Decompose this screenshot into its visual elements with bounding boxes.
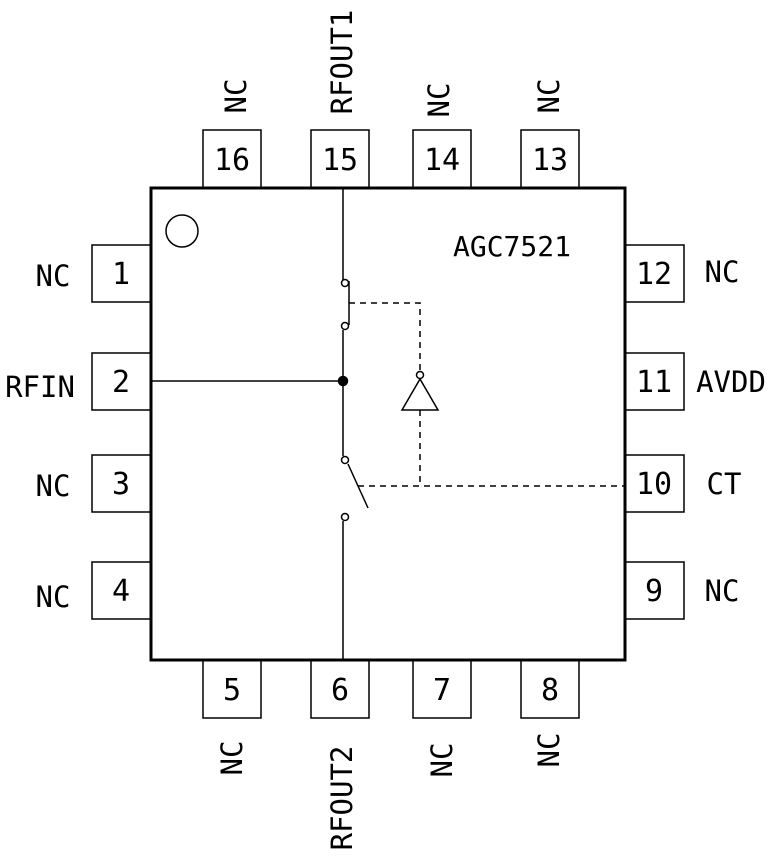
pin-label-2: RFIN <box>5 370 75 404</box>
pin-number-4: 4 <box>112 574 130 609</box>
pin-box-14 <box>412 129 472 189</box>
pin-box-11 <box>624 352 685 411</box>
pin-box-3 <box>91 454 152 513</box>
pin-label-9: NC <box>705 574 740 608</box>
upper-contact-icon <box>340 278 350 288</box>
pin-box-6 <box>310 659 370 719</box>
pin-number-6: 6 <box>331 673 349 708</box>
pin-box-4 <box>91 561 152 620</box>
pin-box-15 <box>310 129 370 189</box>
pin-number-12: 12 <box>636 257 672 292</box>
pin-number-10: 10 <box>636 467 672 502</box>
pin-label-5: NC <box>215 741 249 776</box>
pin-number-2: 2 <box>112 365 130 400</box>
pin-number-3: 3 <box>112 467 130 502</box>
lower-common-contact-icon <box>340 455 350 465</box>
pin-label-4: NC <box>36 580 71 614</box>
pin-box-10 <box>624 454 685 513</box>
pin-label-14: NC <box>422 83 456 118</box>
pin-number-14: 14 <box>424 143 460 178</box>
pin-label-11: AVDD <box>696 365 766 399</box>
pin-label-15: RFOUT1 <box>325 10 359 115</box>
pin-label-6: RFOUT2 <box>325 746 359 851</box>
pin-label-8: NC <box>532 733 566 768</box>
pin-label-1: NC <box>36 259 71 293</box>
pin-number-11: 11 <box>636 365 672 400</box>
pin-label-16: NC <box>219 79 253 114</box>
pin-number-5: 5 <box>223 673 241 708</box>
pin-label-10: CT <box>707 467 742 501</box>
upper-common-contact-icon <box>340 321 350 331</box>
pin-label-7: NC <box>425 743 459 778</box>
lower-contact-icon <box>340 512 350 522</box>
chip-body <box>149 186 627 662</box>
pin-box-13 <box>520 129 580 189</box>
pin-box-8 <box>520 659 580 719</box>
pin-box-16 <box>202 129 262 189</box>
pin-box-1 <box>91 244 152 303</box>
pin-number-7: 7 <box>433 673 451 708</box>
pin1-marker-icon <box>165 214 199 248</box>
pin-number-16: 16 <box>214 143 250 178</box>
pin-label-12: NC <box>705 255 740 289</box>
control-dashed-upper <box>349 302 421 372</box>
pin-number-15: 15 <box>322 143 358 178</box>
junction-dot-icon <box>337 375 349 387</box>
pin-box-9 <box>624 561 685 620</box>
pin-label-3: NC <box>36 469 71 503</box>
inverter-bubble-icon <box>415 370 425 380</box>
pin-number-13: 13 <box>532 143 568 178</box>
pin-box-5 <box>202 659 262 719</box>
spdt-switch-schematic <box>151 188 625 660</box>
pin-label-13: NC <box>532 79 566 114</box>
pin-box-12 <box>624 244 685 303</box>
inverter-icon <box>400 377 440 411</box>
pin-number-1: 1 <box>112 257 130 292</box>
pin-number-9: 9 <box>645 574 663 609</box>
pin-number-8: 8 <box>541 673 559 708</box>
chip-name: AGC7521 <box>453 230 571 263</box>
pin-box-7 <box>412 659 472 719</box>
